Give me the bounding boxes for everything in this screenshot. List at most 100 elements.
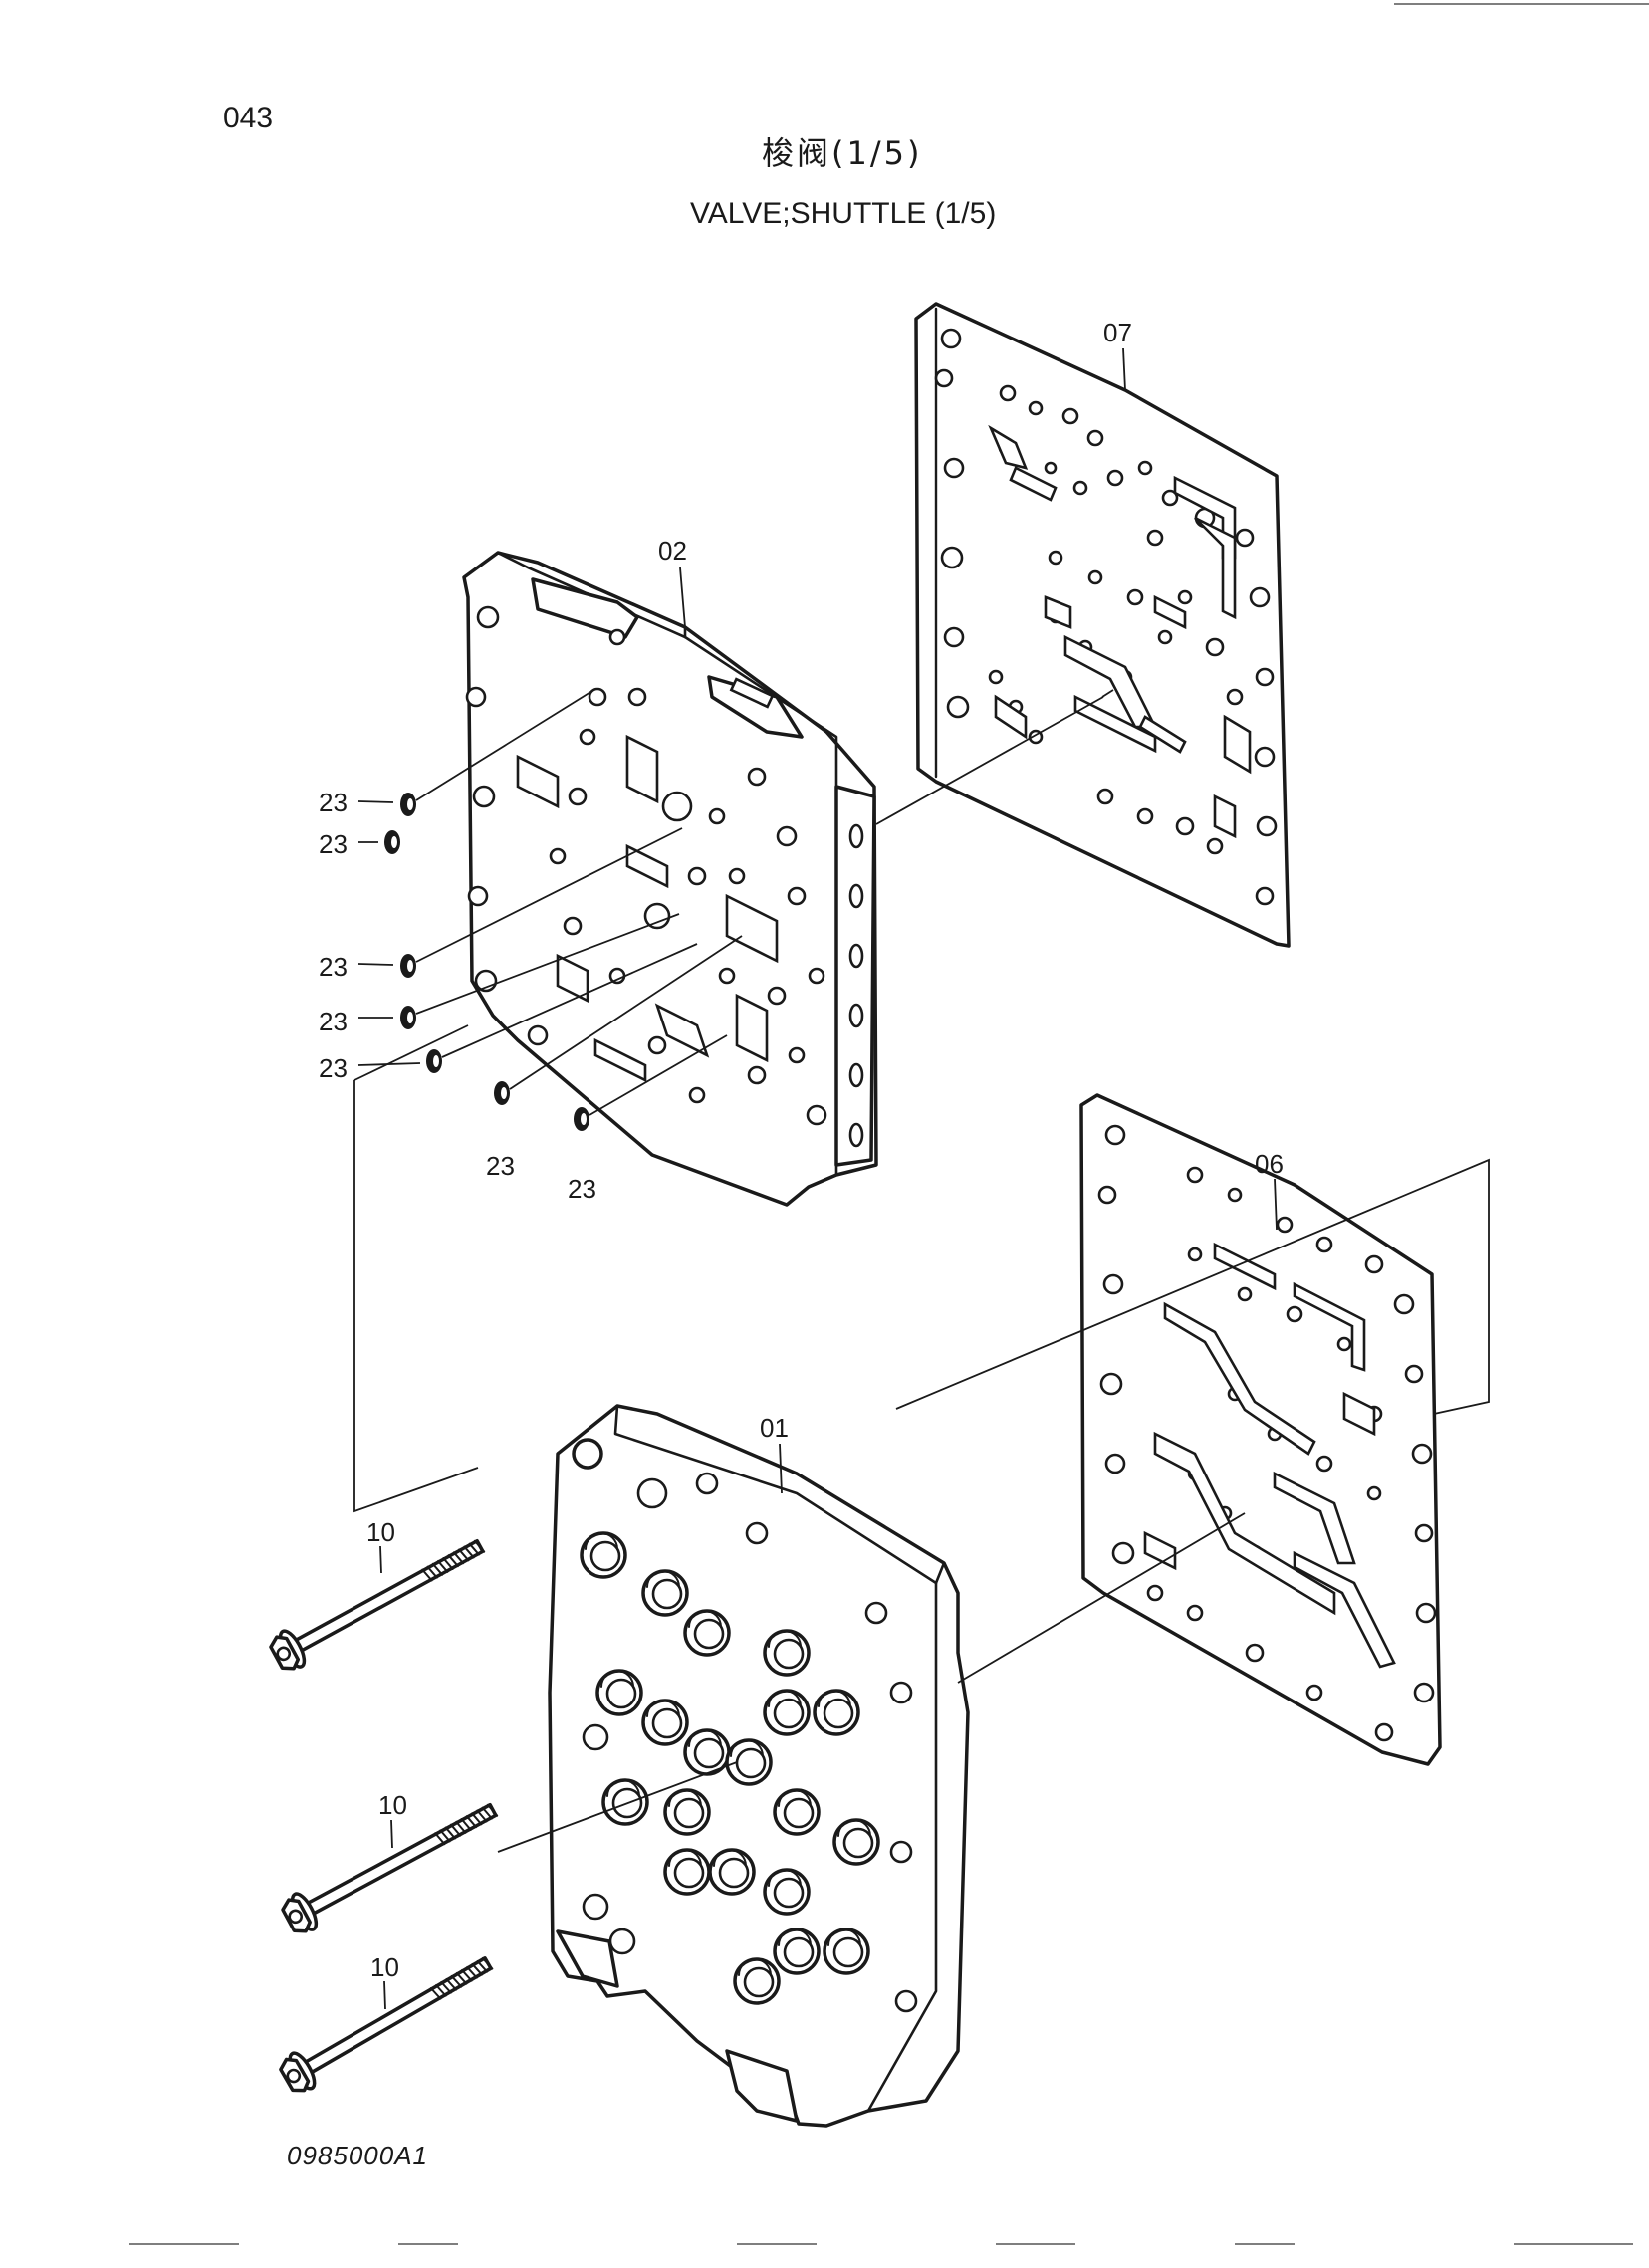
housing-boss bbox=[889, 1840, 913, 1864]
bolt-thread bbox=[476, 1809, 488, 1823]
bolt-thread bbox=[455, 1971, 468, 1985]
gasket-06-hole bbox=[1413, 1682, 1435, 1703]
gasket-07-hole bbox=[1255, 667, 1275, 687]
gasket-07-hole bbox=[1175, 816, 1195, 836]
bolt-thread bbox=[426, 1565, 438, 1579]
gasket-07-slot bbox=[994, 694, 1028, 740]
bolt-thread bbox=[465, 1815, 478, 1829]
valve-body-hole bbox=[527, 1024, 549, 1046]
o-ring-leader bbox=[357, 800, 394, 803]
valve-body-hole bbox=[476, 605, 500, 629]
port-thread bbox=[783, 1936, 815, 1968]
port-thread-line bbox=[688, 1729, 722, 1747]
port-thread bbox=[735, 1747, 767, 1779]
housing-boss bbox=[894, 1989, 918, 2013]
gasket-07-hole bbox=[1028, 400, 1044, 416]
gasket-07-hole bbox=[1249, 586, 1271, 608]
valve-body-hole bbox=[608, 628, 626, 646]
bolt-thread bbox=[447, 1554, 459, 1568]
gasket-06-hole bbox=[1315, 1455, 1333, 1473]
gasket-07-hole bbox=[1044, 461, 1058, 475]
gasket-06-hole bbox=[1104, 1124, 1126, 1146]
valve-body-cavity bbox=[556, 953, 589, 1004]
gasket-07-slot bbox=[1213, 794, 1237, 839]
port-thread bbox=[773, 1698, 805, 1729]
o-ring-assembly-line bbox=[415, 913, 680, 1015]
port-thread-line bbox=[646, 1570, 680, 1588]
gasket-06-hole bbox=[1364, 1254, 1384, 1274]
gasket-07-hole bbox=[934, 368, 954, 388]
callout-07: 07 bbox=[1103, 318, 1132, 347]
bolt-shank bbox=[293, 1538, 485, 1654]
valve-body-cavity bbox=[625, 843, 669, 889]
port-thread bbox=[842, 1827, 874, 1859]
gasket-07-hole bbox=[1256, 815, 1278, 837]
callout-23-b: 23 bbox=[319, 829, 348, 859]
port-thread bbox=[673, 1797, 705, 1829]
valve-body-hole bbox=[568, 787, 588, 806]
bolt-thread bbox=[468, 1542, 480, 1556]
gasket-06-hole bbox=[1099, 1372, 1123, 1396]
bolt-thread bbox=[466, 1965, 478, 1979]
gasket-06-hole bbox=[1097, 1185, 1117, 1205]
gasket-06-hole bbox=[1227, 1187, 1243, 1203]
port-thread bbox=[832, 1936, 864, 1968]
gasket-06-passage bbox=[1293, 1281, 1366, 1372]
housing-port bbox=[572, 1438, 603, 1470]
gasket-06-hole bbox=[1146, 1584, 1164, 1602]
port-thread-line bbox=[646, 1700, 680, 1717]
o-ring-center bbox=[581, 1113, 587, 1125]
bolt-thread bbox=[460, 1818, 472, 1831]
side-port bbox=[848, 883, 864, 909]
bolt-thread bbox=[449, 1823, 462, 1837]
gasket-07-hole bbox=[1255, 886, 1275, 906]
port-thread bbox=[718, 1857, 750, 1889]
bolt-thread bbox=[455, 1820, 467, 1834]
port-thread-line bbox=[668, 1849, 702, 1867]
port-thread bbox=[651, 1707, 683, 1739]
gasket-06-hole bbox=[1186, 1604, 1204, 1622]
callout-23-f: 23 bbox=[486, 1151, 515, 1181]
valve-body-hole bbox=[788, 1046, 806, 1064]
o-ring-center bbox=[433, 1055, 439, 1067]
port-thread-line bbox=[818, 1690, 851, 1707]
bolt-thread bbox=[471, 1812, 483, 1826]
gasket-06-hole bbox=[1186, 1166, 1204, 1184]
port-thread bbox=[743, 1966, 775, 1998]
gasket-06-hole bbox=[1315, 1236, 1333, 1253]
callout-01: 01 bbox=[760, 1413, 789, 1443]
gasket-07-hole bbox=[1086, 429, 1104, 447]
port-thread-line bbox=[778, 1789, 812, 1807]
gasket-07-slot bbox=[1194, 516, 1237, 620]
valve-body-hole bbox=[747, 1065, 767, 1085]
gasket-07-hole bbox=[946, 695, 970, 719]
port-thread-line bbox=[768, 1869, 802, 1887]
gasket-07-slot bbox=[1044, 595, 1072, 629]
side-port bbox=[848, 943, 864, 969]
gasket-07-hole bbox=[1096, 788, 1114, 805]
callout-02: 02 bbox=[658, 536, 687, 566]
side-port bbox=[729, 677, 775, 709]
port-thread-line bbox=[768, 1630, 802, 1648]
port-thread-line bbox=[713, 1849, 747, 1867]
valve-body-hole bbox=[472, 785, 496, 808]
gasket-07-hole bbox=[1106, 469, 1124, 487]
valve-body-hole bbox=[465, 686, 487, 708]
bolt bbox=[281, 1802, 499, 1933]
port-thread bbox=[693, 1737, 725, 1769]
bolt-thread bbox=[421, 1568, 433, 1582]
side-port bbox=[848, 823, 864, 849]
bolt-thread bbox=[486, 1803, 499, 1817]
gasket-07-slot bbox=[1073, 694, 1157, 754]
port-thread bbox=[589, 1540, 621, 1572]
valve-body-hole bbox=[588, 687, 607, 707]
gasket-06-passage bbox=[1163, 1301, 1316, 1456]
o-ring-assembly-line bbox=[509, 935, 743, 1090]
gasket-07-hole bbox=[999, 384, 1017, 402]
gasket-06-hole bbox=[1187, 1247, 1203, 1262]
bolt-thread bbox=[473, 1539, 486, 1553]
port-thread-line bbox=[827, 1928, 861, 1946]
gasket-07-hole bbox=[1048, 550, 1063, 566]
callout-10-c: 10 bbox=[370, 1952, 399, 1982]
callout-23-e: 23 bbox=[319, 1053, 348, 1083]
